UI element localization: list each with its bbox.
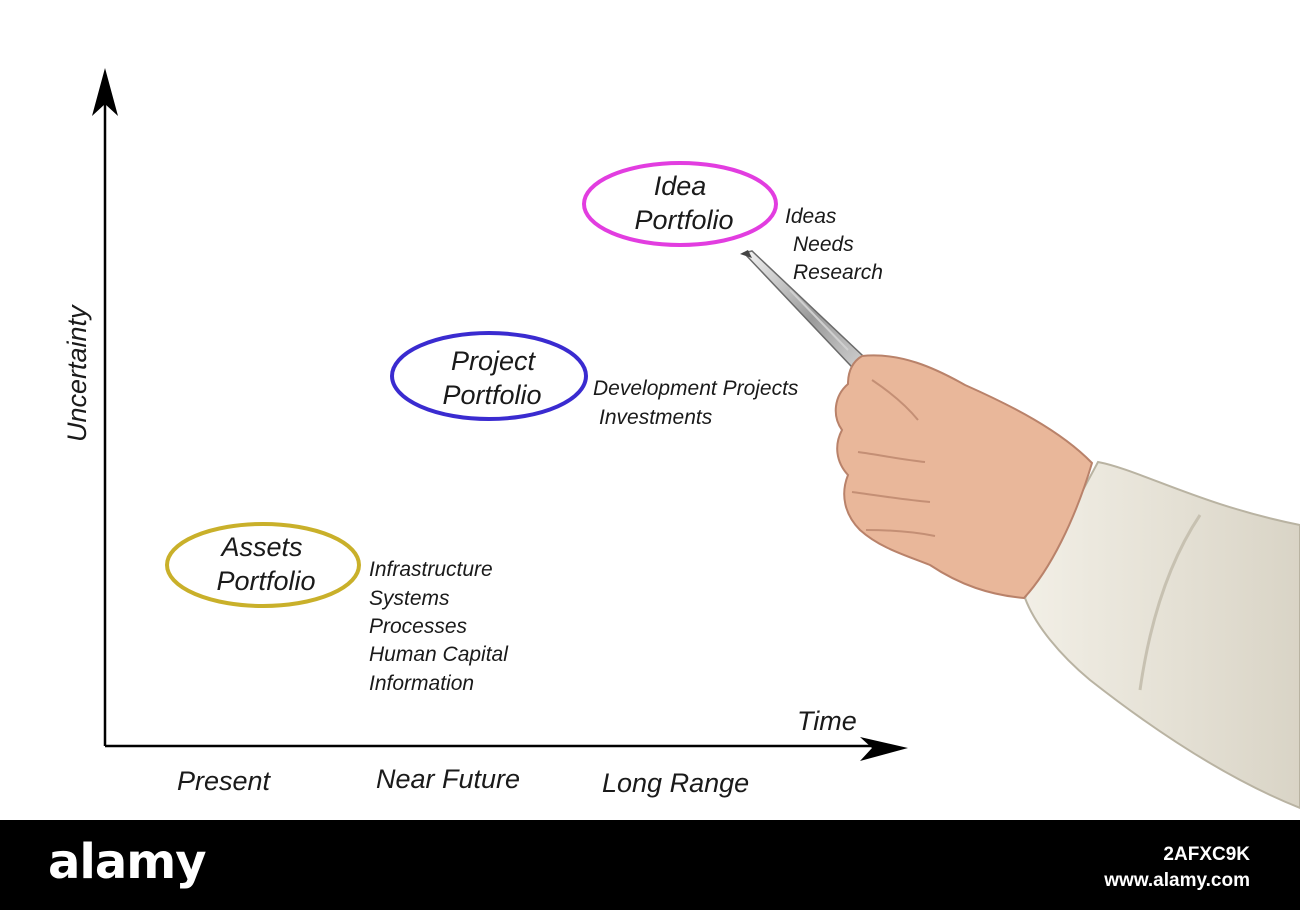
x-axis-arrowhead — [860, 737, 908, 761]
idea-item-1: Needs — [793, 233, 854, 256]
y-axis-label: Uncertainty — [62, 304, 92, 442]
portfolio-diagram: Uncertainty Time Present Near Future Lon… — [62, 68, 1300, 810]
project-item-0: Development Projects — [593, 377, 799, 400]
assets-item-4: Information — [369, 672, 474, 695]
assets-item-0: Infrastructure — [369, 558, 493, 581]
diagram-canvas: Uncertainty Time Present Near Future Lon… — [62, 68, 1300, 810]
project-portfolio-title-line1: Project — [451, 346, 537, 376]
assets-item-3: Human Capital — [369, 643, 509, 666]
project-portfolio-title-line2: Portfolio — [442, 380, 541, 410]
x-tick-label-2: Long Range — [602, 768, 749, 798]
assets-portfolio-ellipse — [165, 522, 361, 608]
watermark-logo: alamy — [48, 834, 207, 890]
y-axis-arrowhead — [92, 68, 118, 116]
x-axis-label: Time — [797, 706, 857, 736]
assets-portfolio-title-line1: Assets — [219, 532, 302, 562]
watermark-info: 2AFXC9K www.alamy.com — [1104, 842, 1250, 894]
project-portfolio-ellipse — [390, 331, 588, 421]
assets-portfolio-title-line2: Portfolio — [216, 566, 315, 596]
x-tick-label-0: Present — [177, 766, 272, 796]
idea-portfolio-title-line1: Idea — [654, 171, 707, 201]
watermark-site: www.alamy.com — [1104, 870, 1250, 891]
hand-with-pen-illustration — [740, 250, 1300, 810]
idea-item-0: Ideas — [785, 205, 837, 228]
idea-item-2: Research — [793, 261, 883, 284]
watermark-footer: alamy 2AFXC9K www.alamy.com — [0, 820, 1300, 910]
hand-shape — [834, 354, 1094, 600]
idea-portfolio-ellipse — [582, 161, 778, 247]
watermark-image-id: 2AFXC9K — [1163, 844, 1250, 865]
assets-item-1: Systems — [369, 587, 450, 610]
idea-portfolio-title-line2: Portfolio — [634, 205, 733, 235]
shirt-sleeve — [1023, 460, 1300, 810]
x-tick-label-1: Near Future — [376, 764, 520, 794]
assets-item-2: Processes — [369, 615, 468, 638]
project-item-1: Investments — [599, 406, 713, 429]
